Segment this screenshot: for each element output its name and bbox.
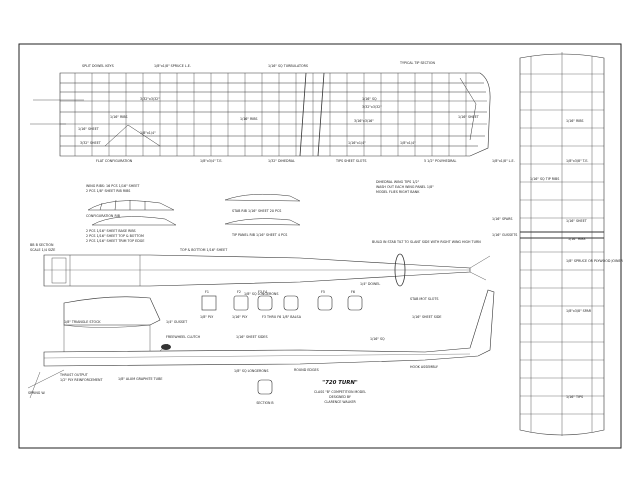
note-tip-panel-ribs: TIP PANEL RIB 1/16" SHEET 4 PCS xyxy=(231,233,287,237)
label-stab-ribs: 1/16" RIBS xyxy=(566,119,584,123)
label-side-longerons: 1/8" SQ LONGERONS xyxy=(234,369,268,373)
label-f3-f4: F3 F4 xyxy=(258,290,267,294)
label-le-spruce: 1/8"x1/8" SPRUCE L.E. xyxy=(154,64,191,68)
label-sq: 1/16" SQ xyxy=(370,337,385,341)
title-block: "720 TURN" CLASS "B" COMPETITION MODEL D… xyxy=(256,380,366,405)
label-tail-sheet: 1/16" SHEET SIDE xyxy=(412,315,441,319)
label-flat-configuration: FLAT CONFIGURATION xyxy=(96,159,133,163)
label-stab-tilt: BUILD IN STAB TILT TO SLANT SIDE WITH RI… xyxy=(372,240,481,244)
plan-title: "720 TURN" xyxy=(322,380,358,386)
label-stab-te: 1/8"x3/8" T.E. xyxy=(566,159,588,163)
plan-subtitle-3: CLARENCE WALKER xyxy=(324,400,356,404)
label-split-dowel: SPLIT DOWEL KEYS xyxy=(82,64,114,68)
label-spar-f: 3/32"x3/32" xyxy=(140,97,160,101)
label-stab-le: 1/8"x1/8" L.E. xyxy=(492,159,515,163)
label-stab-ribs-2: 1/16" RIBS xyxy=(568,237,586,241)
label-trailing-edge: 1/8"x3/4" T.E. xyxy=(200,159,222,163)
label-wing-sheet: 1/16" SHEET xyxy=(78,127,100,131)
note-dihedral-tips: DIHEDRAL WING TIPS 1/2" xyxy=(376,180,420,184)
label-gussets: 1/16" GUSSETS xyxy=(492,233,517,237)
note-rib-ribs: 2 PCS 1/8" SHEET RIB RIBS xyxy=(86,189,130,193)
label-wing-gusset: 3/32" SHEET xyxy=(80,141,102,145)
former-labels: F1 F2 F3 F4 F5 F6 1/8" PLY 1/16" PLY F3 … xyxy=(200,290,355,319)
dihedral-breaks xyxy=(299,72,325,157)
fuselage-top-labels: BB B SECTION SCALE 1/4 SIZE TOP & BOTTOM… xyxy=(30,240,481,301)
label-spar-d: 1/16"x1/4" xyxy=(348,141,366,145)
label-f1: F1 xyxy=(205,290,209,294)
note-right-bank: MODEL FLIES RIGHT BANK xyxy=(376,190,420,194)
section-b-label: SECTION B xyxy=(256,401,273,405)
label-thrust: THRUST OUTPUT xyxy=(59,373,89,377)
stab-ribs xyxy=(520,73,604,415)
label-wing-ribs-2: 1/16" RIBS xyxy=(240,117,258,121)
label-spar-c: 3/16"x3/16" xyxy=(354,119,374,123)
label-spar-g: 1/8"x1/4" xyxy=(140,131,156,135)
label-typical-tip: TYPICAL TIP SECTION xyxy=(399,61,436,65)
label-joiner: 1/8" SPRUCE OR PLYWOOD JOINER xyxy=(566,259,624,263)
label-f5: F5 xyxy=(321,290,325,294)
label-spar-a: 1/16" SQ xyxy=(362,97,377,101)
wing-labels: SPLIT DOWEL KEYS 1/8"x1/8" SPRUCE L.E. 1… xyxy=(78,61,480,163)
label-top-bottom-sheet: TOP & BOTTOM 1/16" SHEET xyxy=(179,248,228,252)
stabilizer-labels: 1/8"x1/8" L.E. 1/16" RIBS 1/8"x3/8" T.E.… xyxy=(492,119,624,399)
label-polyhedral: 5 1/2" POLYHEDRAL xyxy=(424,159,457,163)
label-hook: HOOK ASSEMBLY xyxy=(410,365,439,369)
label-balsa-formers: F3 THRU F6 1/8" BALSA xyxy=(262,315,302,319)
label-dihedral: 1/32" DIHEDRAL xyxy=(268,159,295,163)
label-f6: F6 xyxy=(351,290,355,294)
plan-subtitle-1: CLASS "B" COMPETITION MODEL xyxy=(314,390,366,394)
label-stab-slots: STAB MOT SLOTS xyxy=(410,297,438,301)
note-stab-ribs: STAB RIB 1/16" SHEET 20 PCS xyxy=(232,209,281,213)
note-wash-out: WASH OUT EACH WING PANEL 1/8" xyxy=(376,185,434,189)
label-ply-2: 1/16" PLY xyxy=(232,315,248,319)
label-spar-e: 1/8"x1/4" xyxy=(400,141,416,145)
fuselage-side-labels: 1/8" TRIANGLE STOCK 1/4" GUSSET 1/16" SH… xyxy=(28,315,441,395)
label-f2: F2 xyxy=(237,290,241,294)
label-freewheel: FREEWHEEL CLUTCH xyxy=(166,335,201,339)
label-spars: 1/16" SPARS xyxy=(492,217,512,221)
label-spar-b: 3/32"x3/32" xyxy=(362,105,382,109)
label-stab-spar: 1/8"x3/8" SPAR xyxy=(566,309,592,313)
rib-templates xyxy=(87,193,301,226)
label-tip-slots: TIPS SHEET SLOTS xyxy=(335,159,366,163)
rib-notes: WING RIBS: 16 PCS 1/16" SHEET 2 PCS 1/8"… xyxy=(86,180,434,243)
label-turbulators: 1/16" SQ TURBULATORS xyxy=(268,64,308,68)
fuselage-side-view xyxy=(27,289,495,399)
fuselage-top-view xyxy=(43,253,491,287)
note-config-1: 2 PCS 1/16" SHEET BASE RIBS xyxy=(86,229,136,233)
wing-ribs xyxy=(74,73,467,156)
label-tip-ribs: 1/16" SQ TIP RIBS xyxy=(530,177,559,181)
formers xyxy=(201,295,363,311)
label-stab-sheet: 1/16" SHEET xyxy=(566,219,588,223)
label-wing-ribs: 1/16" RIBS xyxy=(110,115,128,119)
note-config-2: 2 PCS 1/16" SHEET TOP & BOTTOM xyxy=(86,234,144,238)
label-dowel: 1/4" DOWEL xyxy=(360,282,380,286)
label-ply: 1/8" PLY xyxy=(200,315,214,319)
label-reinforcement: 1/2" PLY REINFORCEMENT xyxy=(60,378,104,382)
label-tube: 1/8" ALUM GRAPHITE TUBE xyxy=(118,377,162,381)
label-top-longerons: 1/8" SQ LONGERONS xyxy=(244,292,278,296)
note-configuration-rib: CONFIGURATION RIB xyxy=(86,214,121,218)
note-config-3: 2 PCS 1/16" SHEET TRIM TOP EDGE xyxy=(86,239,144,243)
note-wing-ribs: WING RIBS: 16 PCS 1/16" SHEET xyxy=(86,184,140,188)
plan-subtitle-2: DESIGNED BY xyxy=(329,395,351,399)
label-round-edges: ROUND EDGES xyxy=(294,368,319,372)
label-stab-tips: 1/16" TIPS xyxy=(566,395,583,399)
label-gusset: 1/4" GUSSET xyxy=(166,320,188,324)
label-scale: SCALE 1/4 SIZE xyxy=(30,248,55,252)
label-sheet-sides: 1/16" SHEET SIDES xyxy=(236,335,268,339)
label-spring: SPRING W. xyxy=(28,391,45,395)
wing-plan-view xyxy=(30,72,491,157)
label-bb-section: BB B SECTION xyxy=(30,243,54,247)
stabilizer-plan-view xyxy=(519,52,605,436)
label-triangle-stock: 1/8" TRIANGLE STOCK xyxy=(64,320,101,324)
label-tip-sheet: 1/16" SHEET xyxy=(458,115,480,119)
